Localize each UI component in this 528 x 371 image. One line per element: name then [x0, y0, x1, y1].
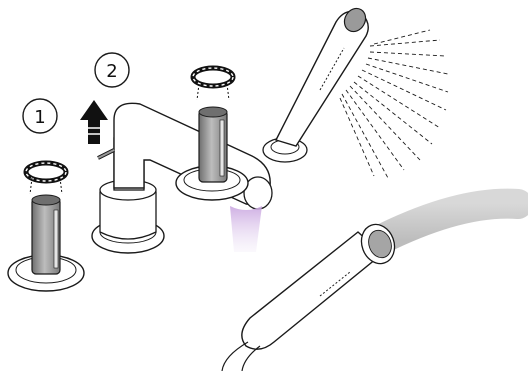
left-control-handle [8, 195, 84, 291]
step-1-label: 1 [34, 107, 45, 128]
step-2-badge: 2 [95, 53, 129, 87]
rotation-arrow-icon [26, 163, 66, 194]
step-2-label: 2 [106, 61, 117, 82]
shower-hose [380, 204, 518, 240]
hand-shower-top [263, 5, 370, 162]
pull-up-arrow-icon [80, 100, 108, 144]
water-glow [230, 206, 262, 252]
step-1-badge: 1 [23, 99, 57, 133]
rotation-arrow-icon [193, 68, 233, 100]
